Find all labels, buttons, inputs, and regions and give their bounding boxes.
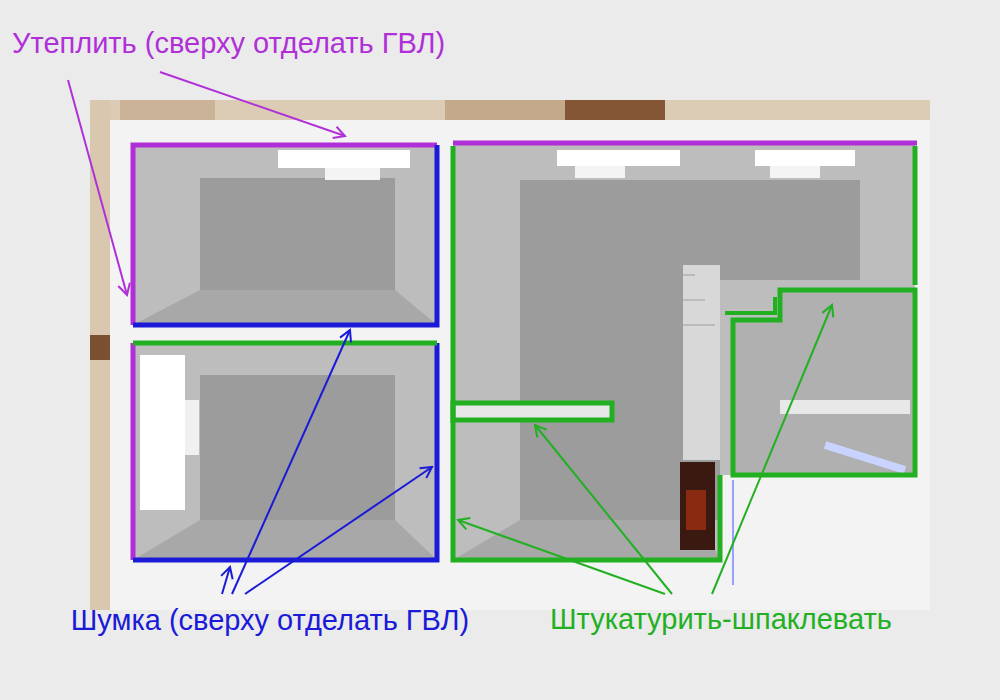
soundproofing-label: Шумка (сверху отделать ГВЛ) bbox=[60, 598, 480, 643]
insulation-label: Утеплить (сверху отделать ГВЛ) bbox=[12, 22, 445, 66]
plaster-label: Штукатурить-шпаклевать bbox=[550, 598, 892, 642]
